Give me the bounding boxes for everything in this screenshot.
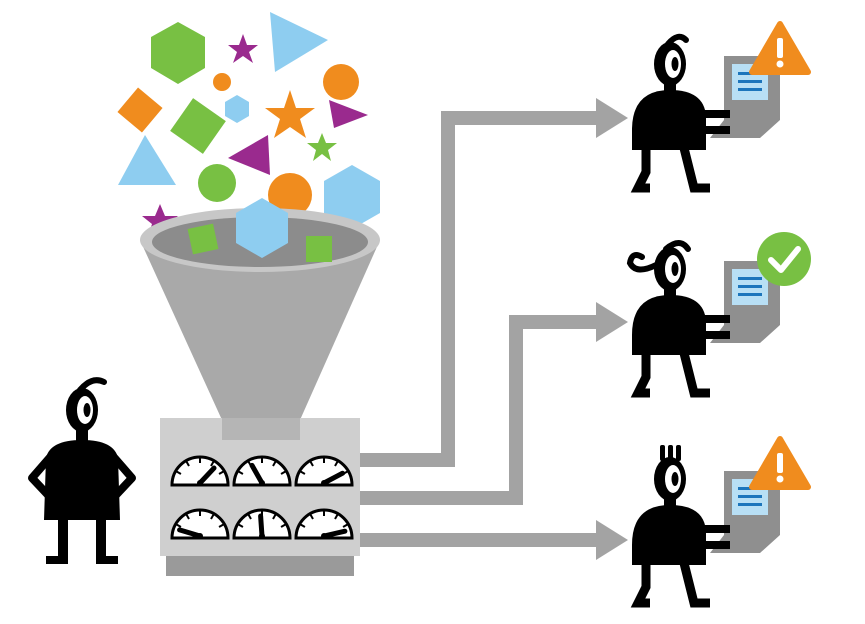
blue-small-hexagon bbox=[225, 95, 249, 123]
purple-wedge bbox=[228, 135, 270, 175]
gauge-tick bbox=[176, 523, 182, 528]
orange-diamond bbox=[117, 87, 163, 133]
gauge-tick bbox=[300, 523, 306, 528]
gauge-tick bbox=[334, 514, 339, 520]
recipient-person bbox=[626, 232, 811, 398]
gauge-tick bbox=[272, 514, 277, 520]
gauge-tick bbox=[238, 523, 244, 528]
gauge-tick bbox=[185, 514, 190, 520]
blue-triangle-left bbox=[118, 135, 176, 185]
gauge-tick bbox=[176, 470, 182, 475]
operator-person bbox=[28, 377, 136, 564]
hair bbox=[660, 445, 665, 461]
recipient-person bbox=[630, 436, 811, 608]
recipient-body bbox=[632, 295, 706, 355]
gauge-tick bbox=[280, 523, 286, 528]
blue-triangle bbox=[270, 12, 328, 72]
gauge-tick bbox=[185, 461, 190, 467]
blue-hexagon-center bbox=[236, 198, 288, 258]
hair bbox=[665, 33, 689, 47]
gauge-needle bbox=[177, 527, 203, 539]
gauge-panel bbox=[170, 455, 354, 540]
gauge-dial bbox=[232, 508, 292, 540]
arrowhead-top bbox=[596, 98, 628, 138]
gauge-dial bbox=[170, 455, 230, 487]
arrow-to-middle bbox=[360, 315, 600, 505]
gauge-tick bbox=[247, 514, 252, 520]
gauge-tick bbox=[238, 470, 244, 475]
purple-star bbox=[228, 34, 258, 63]
orange-dot bbox=[213, 73, 231, 91]
gauge-machine-icon bbox=[160, 418, 360, 576]
gauge-tick bbox=[334, 461, 339, 467]
gauge-tick bbox=[272, 461, 277, 467]
recipient-body bbox=[632, 90, 706, 150]
warning-triangle-icon bbox=[749, 21, 811, 75]
green-square-right bbox=[306, 236, 332, 262]
green-square-left bbox=[187, 223, 219, 255]
gauge-tick bbox=[309, 461, 314, 467]
gauge-needle bbox=[321, 528, 348, 539]
hair bbox=[676, 445, 681, 461]
orange-circle-large bbox=[268, 173, 312, 217]
gauge-dial bbox=[294, 508, 354, 540]
orange-star bbox=[265, 90, 315, 138]
orange-circle bbox=[323, 64, 359, 100]
output-arrows bbox=[360, 111, 600, 547]
gauge-tick bbox=[210, 514, 215, 520]
hair bbox=[668, 445, 673, 461]
shapes-in-funnel bbox=[187, 198, 332, 262]
blue-hexagon bbox=[324, 165, 380, 229]
gauge-tick bbox=[218, 523, 224, 528]
gauge-tick bbox=[210, 461, 215, 467]
gauge-dial bbox=[294, 455, 354, 487]
green-star bbox=[307, 133, 337, 161]
gauge-tick bbox=[342, 523, 348, 528]
arrow-to-top bbox=[360, 111, 600, 467]
gauge-tick bbox=[300, 470, 306, 475]
green-circle bbox=[198, 164, 236, 202]
input-shapes bbox=[117, 12, 380, 236]
recipient-person bbox=[630, 21, 811, 193]
gauge-dial bbox=[170, 508, 230, 540]
gauge-needle bbox=[249, 462, 265, 486]
arrowhead-bottom bbox=[596, 520, 628, 560]
green-diamond bbox=[170, 98, 226, 154]
arrow-heads bbox=[596, 98, 628, 560]
gauge-needle bbox=[258, 513, 265, 539]
green-hexagon bbox=[151, 22, 205, 84]
gauge-needle bbox=[321, 470, 346, 486]
warning-triangle-icon bbox=[749, 436, 811, 490]
gauge-tick bbox=[309, 514, 314, 520]
hair bbox=[626, 252, 659, 273]
check-circle-icon bbox=[757, 232, 811, 286]
gauge-tick bbox=[280, 470, 286, 475]
recipients bbox=[626, 21, 811, 608]
arrowhead-middle bbox=[596, 302, 628, 342]
gauge-needle bbox=[197, 465, 217, 486]
gauge-dial bbox=[232, 455, 292, 487]
recipient-body bbox=[632, 505, 706, 565]
purple-triangle bbox=[329, 100, 368, 128]
gauge-tick bbox=[218, 470, 224, 475]
